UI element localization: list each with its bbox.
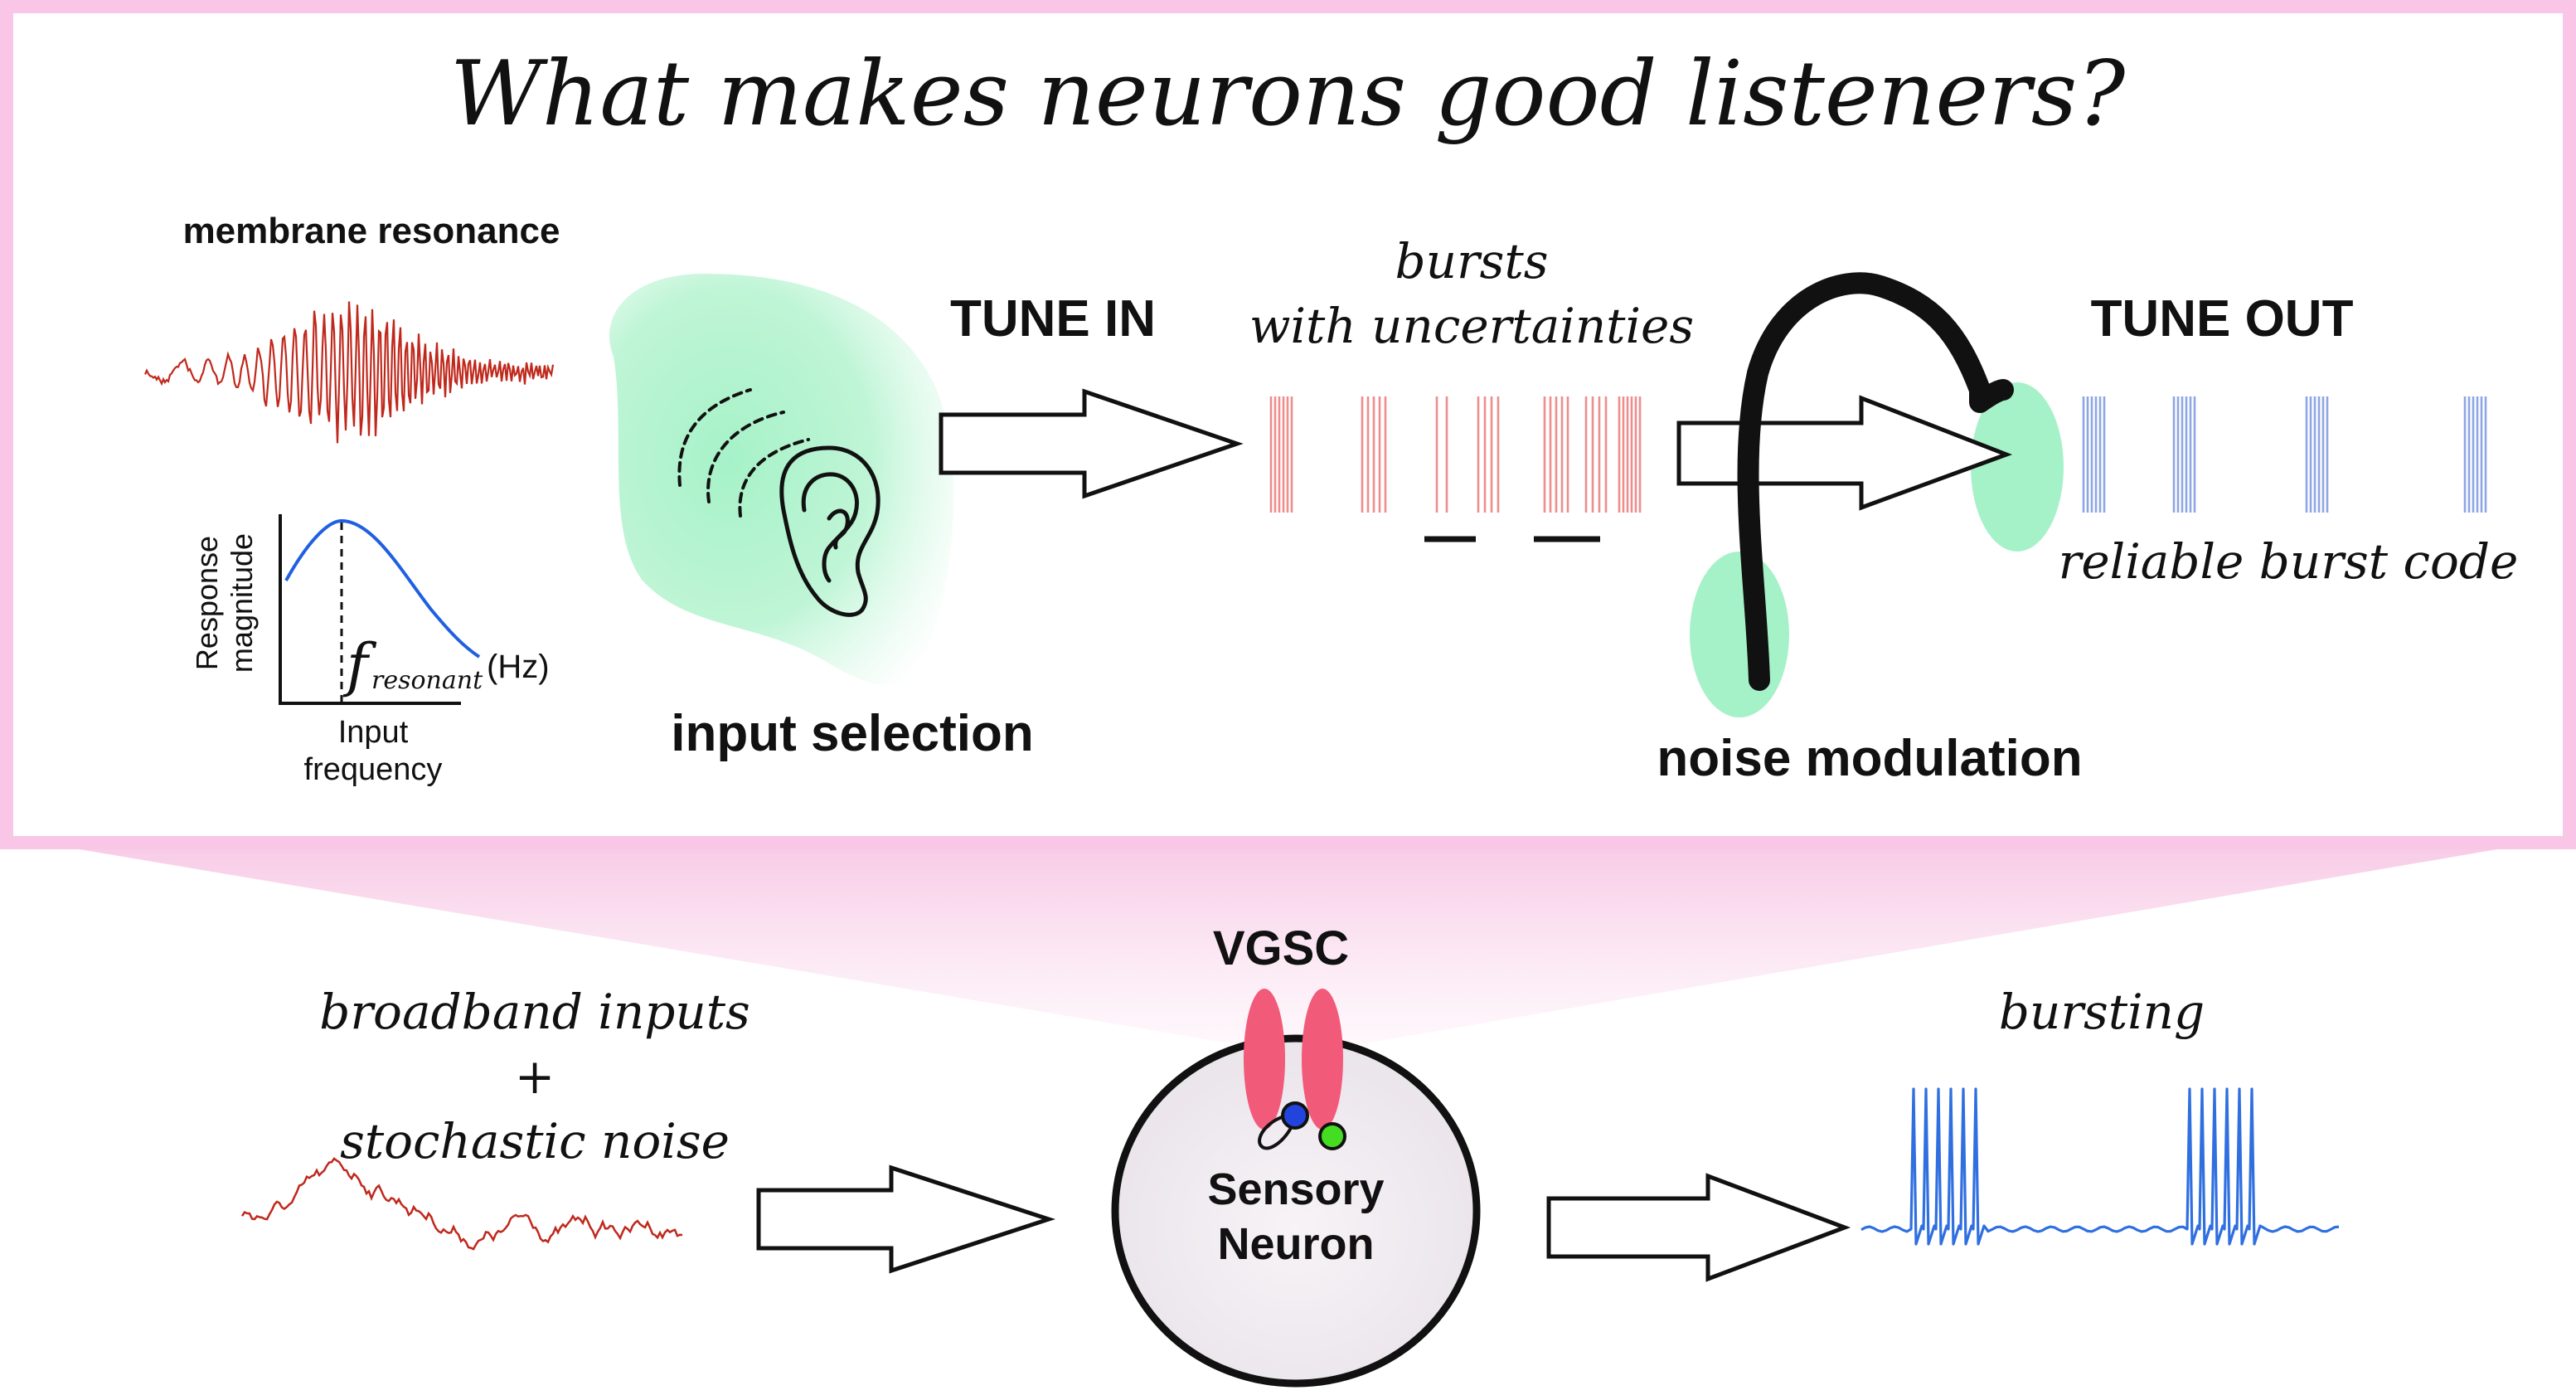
noisy-input-trace <box>240 1157 683 1251</box>
frequency-unit: (Hz) <box>487 649 550 685</box>
membrane-resonance-label: membrane resonance <box>183 211 560 251</box>
noise-modulation-process <box>1737 272 2014 691</box>
ear-icon <box>677 388 880 617</box>
top-panel-frame <box>0 0 2576 849</box>
noise-modulation-label: noise modulation <box>1657 730 2082 787</box>
sound-wave-arc-2 <box>706 411 785 503</box>
vgsc-label: VGSC <box>1213 921 1349 975</box>
response-plot: Response magnitude Input frequency f res… <box>190 514 550 787</box>
plus-label: + <box>515 1048 555 1105</box>
tune-out-label: TUNE OUT <box>2091 290 2354 348</box>
bursting-label: bursting <box>1999 984 2205 1040</box>
output-arrow <box>1546 1173 1851 1282</box>
plot-ylabel-line2: magnitude <box>225 533 259 673</box>
f-resonant-subscript: resonant <box>371 666 483 695</box>
input-selection-label: input selection <box>671 705 1033 762</box>
bursts-label-line1: bursts <box>1395 233 1548 289</box>
bursts-label-line2: with uncertainties <box>1249 298 1694 354</box>
vgsc-channel-right <box>1302 989 1343 1130</box>
plot-xlabel-line2: frequency <box>304 752 443 787</box>
tune-in-label: TUNE IN <box>950 290 1156 348</box>
ear-canal <box>827 508 850 550</box>
figure-title: What makes neurons good listeners? <box>450 42 2127 146</box>
plot-xlabel-line1: Input <box>338 715 409 750</box>
broadband-inputs-label: broadband inputs <box>319 984 750 1040</box>
magnify-funnel <box>50 844 2526 1049</box>
noise-target-blob <box>1971 382 2064 552</box>
tune-in-arrow <box>939 388 1244 499</box>
reliable-burst-code-label: reliable burst code <box>2059 533 2519 590</box>
vgsc-channel-left <box>1244 989 1285 1130</box>
input-arrow <box>756 1164 1056 1274</box>
stochastic-noise-label: stochastic noise <box>340 1113 730 1169</box>
green-gate-particle <box>1318 1122 1346 1150</box>
reliable-burst-train <box>2082 396 2487 513</box>
sensory-neuron-label-line1: Sensory <box>1207 1164 1384 1214</box>
response-curve <box>284 518 481 659</box>
sound-wave-arc-3 <box>738 438 810 518</box>
uncertain-burst-train <box>1269 396 1642 513</box>
tune-out-arrow <box>1676 395 2013 511</box>
plot-ylabel-line1: Response <box>190 536 224 670</box>
resonance-trace <box>143 301 555 444</box>
ear-outer <box>779 445 880 617</box>
sensory-neuron-cell <box>1111 1034 1481 1388</box>
channel-gate-tether <box>1258 1114 1293 1150</box>
blue-gate-particle <box>1281 1101 1309 1130</box>
noise-source-blob <box>1690 552 1789 717</box>
sensory-neuron-label-line2: Neuron <box>1218 1219 1375 1269</box>
bursting-trace <box>1860 1087 2340 1246</box>
ear-inner <box>801 472 859 583</box>
sound-wave-arc-1 <box>677 388 752 487</box>
